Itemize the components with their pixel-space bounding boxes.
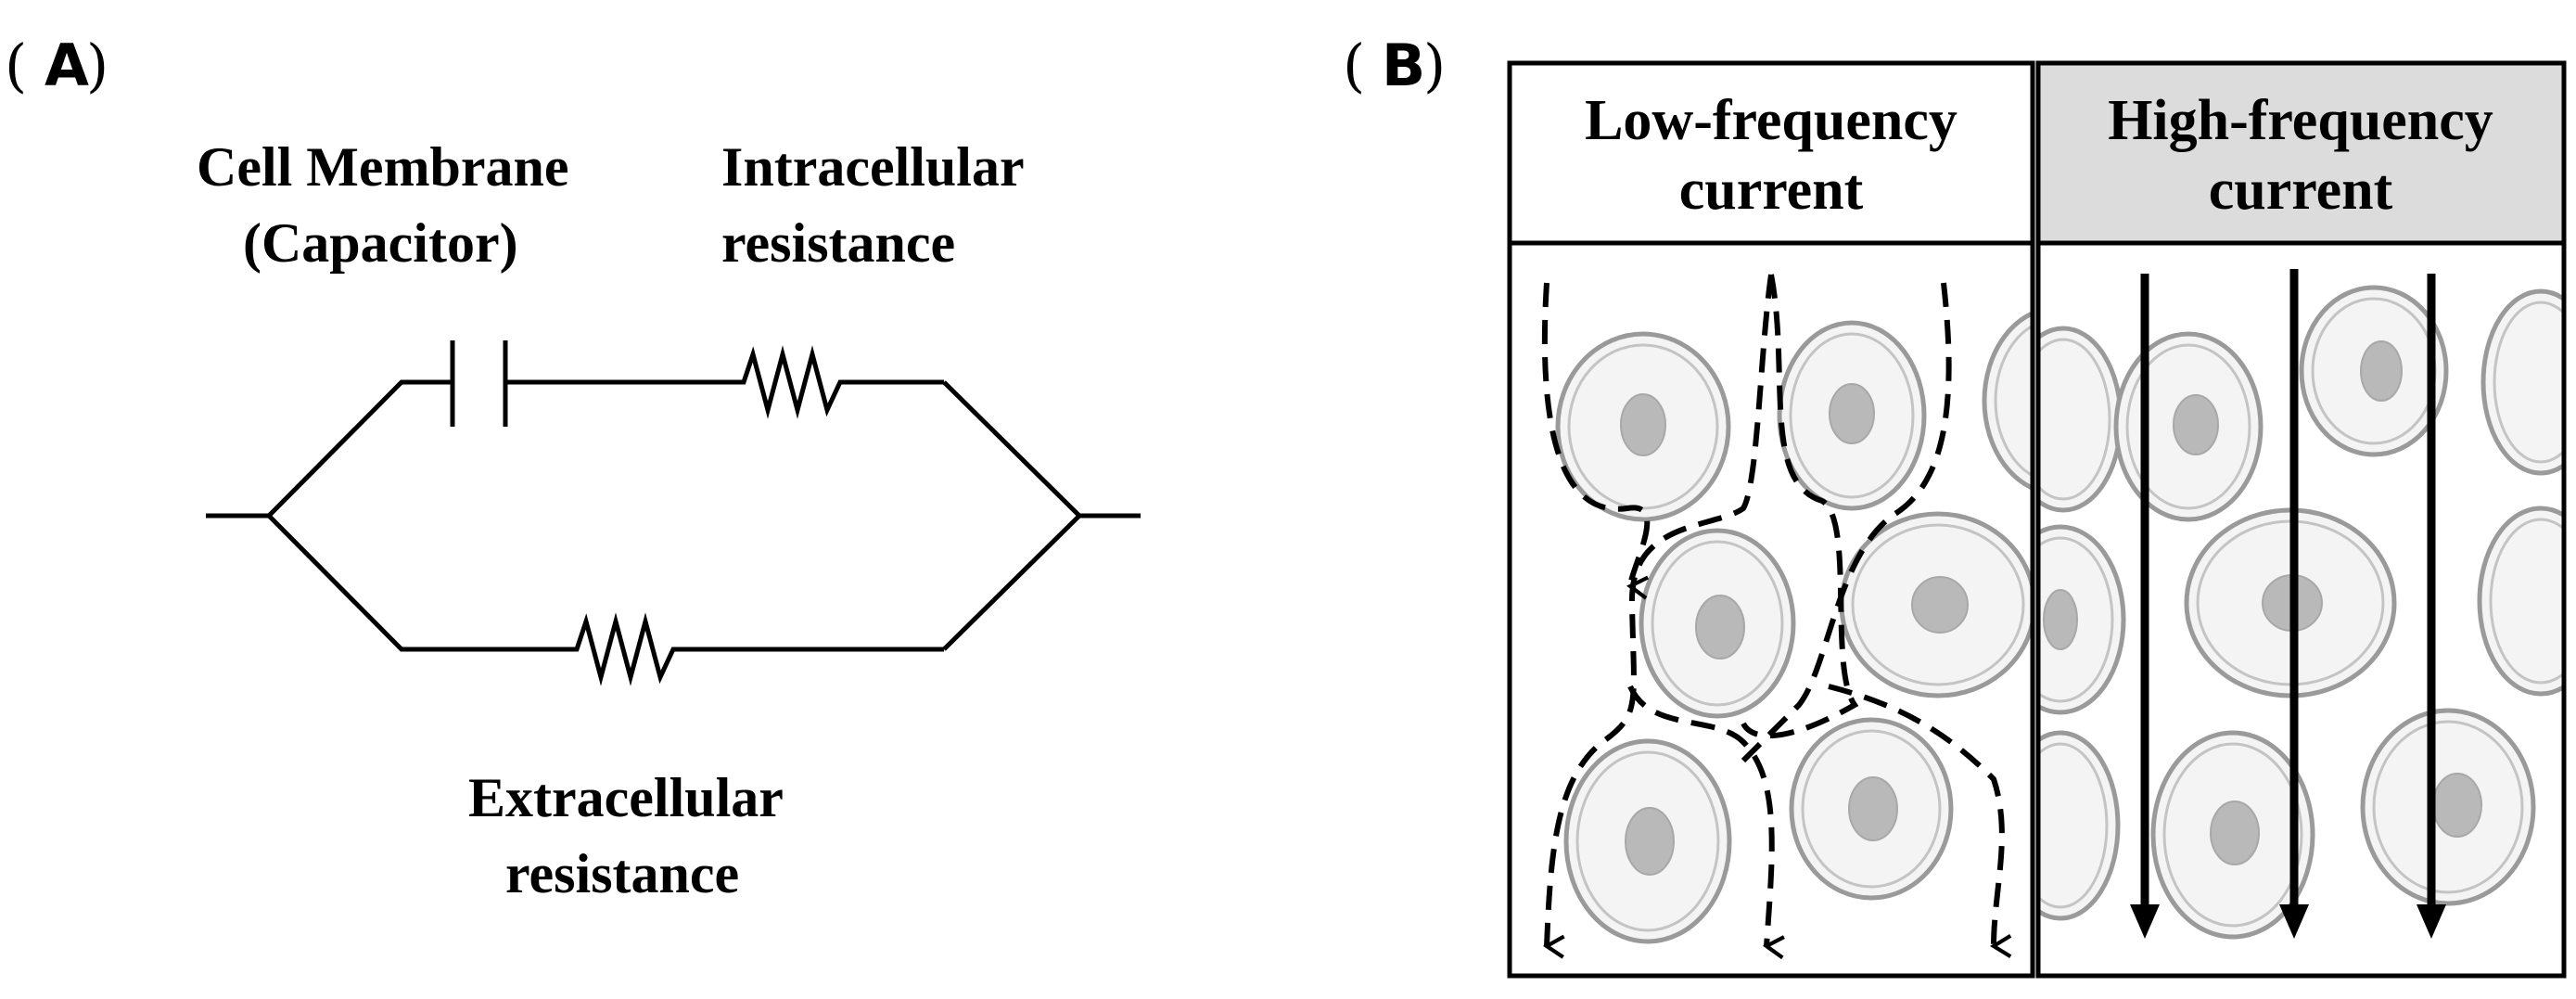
top-branch-left-wire (267, 379, 453, 518)
extracellular-label-line1: Extracellular (468, 767, 784, 828)
membrane-label-line1: Cell Membrane (197, 136, 569, 198)
high-frequency-tissue (2038, 269, 2564, 940)
membrane-label-line2: (Capacitor) (243, 212, 518, 274)
cell (1777, 320, 1927, 511)
low-frequency-header-line1: Low-frequency (1585, 89, 1958, 152)
high-current-arrow-1 (2130, 274, 2160, 939)
top-branch-right-wire (942, 380, 1081, 518)
panel-b-paren-close: ) (1423, 32, 1446, 99)
low-current-path-5 (1741, 282, 1952, 763)
cell (2480, 288, 2564, 476)
cell (1563, 738, 1732, 944)
nucleus (1911, 576, 1969, 634)
high-frequency-header-line1: High-frequency (2108, 89, 2493, 152)
high-frequency-panel (2035, 240, 2567, 979)
high-current-arrow-3 (2417, 274, 2446, 939)
low-frequency-tissue (1541, 274, 2033, 960)
cell (2113, 331, 2264, 522)
cell (1639, 528, 1796, 719)
nucleus (2043, 589, 2078, 650)
nucleus (2210, 800, 2260, 865)
low-frequency-header (1507, 60, 2035, 246)
high-frequency-header-line2: current (2209, 159, 2393, 222)
cell (1789, 717, 1954, 901)
bottom-branch-right-wire (942, 514, 1081, 651)
low-current-path-1 (1541, 282, 1651, 600)
intracellular-label-line1: Intracellular (721, 136, 1025, 198)
panel-a-paren-close: ) (86, 32, 108, 99)
panel-b: ( B ) Low-frequency current High-frequen… (1343, 32, 2567, 979)
low-frequency-header-line2: current (1679, 159, 1864, 222)
low-current-path-6 (1828, 684, 2012, 958)
nucleus (2432, 773, 2482, 838)
cell (1555, 331, 1731, 522)
panel-b-label: B (1382, 32, 1425, 99)
extracellular-resistor (567, 612, 944, 686)
low-current-path-2 (1542, 274, 1774, 959)
nucleus (1620, 393, 1666, 456)
panel-a: ( A ) Cell Membrane (Capacitor) Intracel… (5, 32, 1141, 904)
cell (2360, 708, 2536, 906)
nucleus (1695, 595, 1745, 660)
bottom-branch-left-wire (267, 514, 567, 652)
cell (2299, 285, 2449, 457)
panel-a-paren-open: ( (5, 32, 27, 99)
cell (2150, 730, 2315, 940)
panel-a-label: A (45, 32, 89, 99)
intracellular-label-line2: resistance (721, 212, 955, 274)
low-current-path-4 (1627, 685, 1785, 960)
cell (1982, 310, 2033, 492)
cell (2038, 524, 2126, 715)
low-frequency-panel (1507, 240, 2035, 979)
high-current-arrow-2 (2279, 269, 2309, 939)
circuit-diagram (206, 340, 1141, 686)
nucleus (2360, 340, 2403, 402)
cell (2038, 730, 2121, 921)
nucleus (2173, 394, 2219, 455)
panel-b-paren-open: ( (1343, 32, 1365, 99)
nucleus (1829, 383, 1875, 444)
nucleus (1625, 807, 1675, 876)
low-current-path-3 (1741, 274, 1859, 739)
extracellular-label-line2: resistance (505, 843, 739, 904)
cell (1839, 511, 2033, 698)
nucleus (1848, 776, 1898, 841)
cell (2477, 506, 2564, 697)
intracellular-resistor (733, 345, 944, 419)
